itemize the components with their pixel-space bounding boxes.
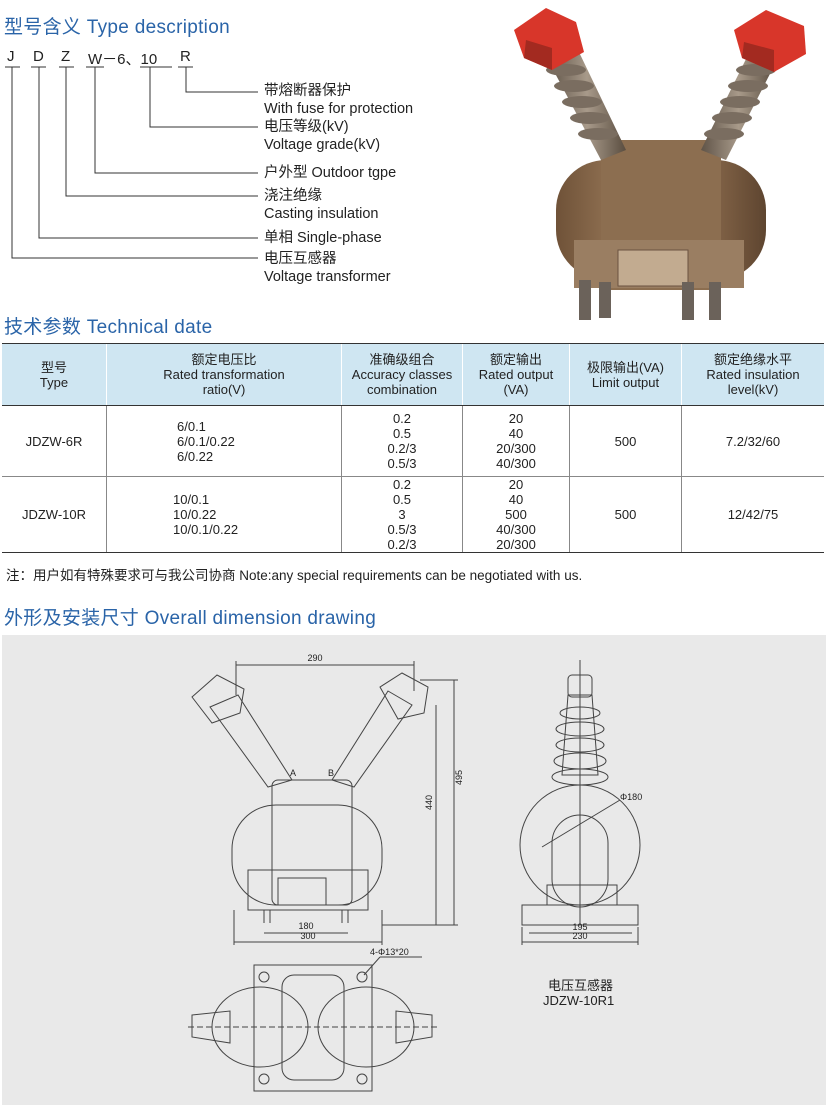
dimension-drawing-area: 290 495 440 180 300 4-Φ13*20 Φ180 195 23…	[2, 635, 826, 1105]
header-accuracy: 准确级组合 Accuracy classes combination	[341, 343, 463, 406]
dim-diameter-180: Φ180	[620, 792, 642, 802]
cell-ratio: 6/0.1 6/0.1/0.22 6/0.22	[106, 405, 342, 477]
cell-type: JDZW-6R	[2, 405, 107, 477]
drawing-caption-model: JDZW-10R1	[543, 993, 615, 1008]
header-type: 型号 Type	[2, 343, 107, 406]
type-code-leader-lines	[5, 66, 258, 259]
dim-base-300: 300	[300, 931, 315, 941]
dimension-drawing: 290 495 440 180 300 4-Φ13*20 Φ180 195 23…	[188, 653, 642, 1092]
type-description-heading: 型号含义 Type description	[4, 17, 230, 38]
code-char-d: D	[33, 48, 44, 65]
code-char-r: R	[180, 48, 191, 65]
code-char-w-voltage: W－6、10	[88, 51, 158, 68]
drawing-caption-zh: 电压互感器	[548, 978, 614, 993]
cell-insulation: 7.2/32/60	[681, 405, 824, 477]
dimension-drawing-heading: 外形及安装尺寸 Overall dimension drawing	[4, 608, 377, 629]
cell-output: 20 40 500 40/300 20/300	[462, 476, 570, 553]
header-limit-output: 极限输出(VA) Limit output	[569, 343, 682, 406]
dim-top-width: 290	[307, 653, 322, 663]
desc-voltage-grade: 电压等级(kV) Voltage grade(kV)	[264, 119, 381, 153]
cell-insulation: 12/42/75	[681, 476, 824, 553]
header-ratio: 额定电压比 Rated transformation ratio(V)	[106, 343, 342, 406]
desc-single-phase: 单相 Single-phase	[264, 230, 382, 246]
desc-fuse: 带熔断器保护 With fuse for protection	[264, 83, 414, 117]
cell-output: 20 40 20/300 40/300	[462, 405, 570, 477]
dim-height-440: 440	[424, 795, 434, 810]
cell-type: JDZW-10R	[2, 476, 107, 553]
dim-holes: 4-Φ13*20	[370, 947, 409, 957]
technical-parameters-table: 型号 Type 额定电压比 Rated transformation ratio…	[2, 343, 824, 553]
table-row: JDZW-10R 10/0.1 10/0.22 10/0.1/0.22 0.2 …	[2, 476, 824, 553]
cell-ratio: 10/0.1 10/0.22 10/0.1/0.22	[106, 476, 342, 553]
dim-height-495: 495	[454, 770, 464, 785]
header-rated-output: 额定输出 Rated output (VA)	[462, 343, 570, 406]
cell-accuracy: 0.2 0.5 0.2/3 0.5/3	[341, 405, 463, 477]
special-requirements-note: 注：用户如有特殊要求可与我公司协商 Note:any special requi…	[6, 568, 583, 583]
product-photo	[514, 8, 806, 320]
cell-accuracy: 0.2 0.5 3 0.5/3 0.2/3	[341, 476, 463, 553]
desc-casting: 浇注绝缘 Casting insulation	[264, 188, 379, 222]
code-char-j: J	[7, 48, 15, 65]
desc-voltage-transformer: 电压互感器 Voltage transformer	[264, 251, 391, 285]
dim-side-230: 230	[572, 931, 587, 941]
technical-data-heading: 技术参数 Technical date	[4, 317, 213, 338]
cell-limit: 500	[569, 476, 682, 553]
desc-outdoor: 户外型 Outdoor tgpe	[264, 165, 397, 181]
dim-base-180: 180	[298, 921, 313, 931]
code-char-z: Z	[61, 48, 71, 65]
cell-limit: 500	[569, 405, 682, 477]
table-row: JDZW-6R 6/0.1 6/0.1/0.22 6/0.22 0.2 0.5 …	[2, 405, 824, 477]
header-insulation: 额定绝缘水平 Rated insulation level(kV)	[681, 343, 824, 406]
terminal-mark-b: B	[328, 768, 334, 778]
dim-side-195: 195	[572, 922, 587, 932]
terminal-mark-a: A	[290, 768, 296, 778]
